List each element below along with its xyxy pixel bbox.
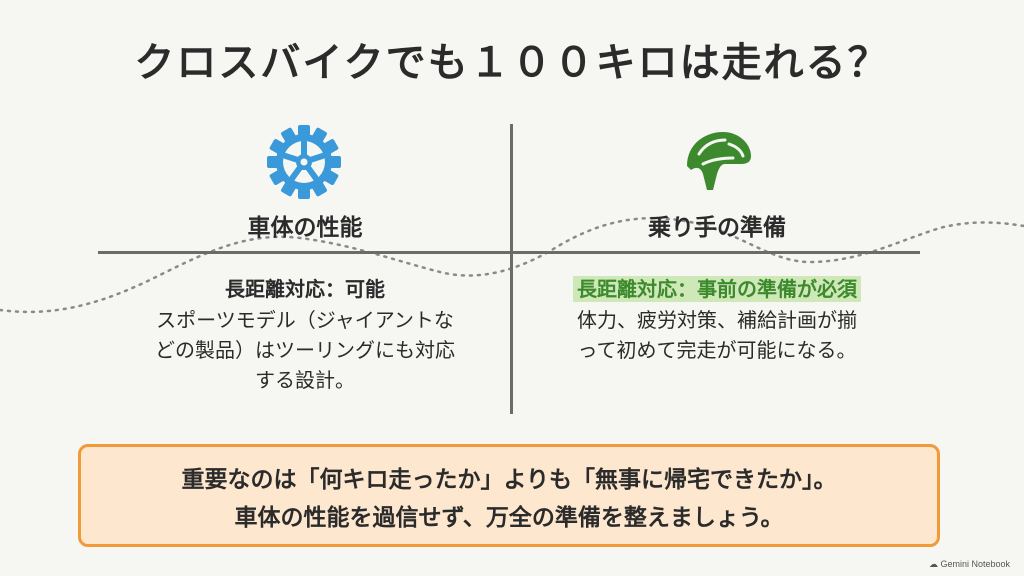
callout-line-2: 車体の性能を過信せず、万全の準備を整えましょう。 (234, 505, 784, 531)
helmet-icon (681, 124, 757, 200)
badge-label: Gemini Notebook (940, 559, 1010, 569)
horizontal-divider (98, 251, 920, 254)
right-line: って初めて完走が可能になる。 (577, 338, 857, 362)
summary-callout: 重要なのは「何キロ走ったか」よりも「無事に帰宅できたか」。 車体の性能を過信せず… (78, 444, 940, 547)
right-subheading-wrap: 長距離対応：事前の準備が必須 (532, 273, 902, 302)
left-line: どの製品）はツーリングにも対応 (155, 338, 455, 362)
right-description: 体力、疲労対策、補給計画が揃 って初めて完走が可能になる。 (532, 305, 902, 365)
vertical-divider (510, 124, 513, 414)
gear-icon (266, 124, 342, 200)
right-line: 体力、疲労対策、補給計画が揃 (577, 308, 857, 332)
left-line: スポーツモデル（ジャイアントな (156, 308, 454, 332)
left-line: する設計。 (255, 368, 355, 392)
page-title: クロスバイクでも１００キロは走れる？ (134, 40, 890, 86)
right-heading: 乗り手の準備 (648, 215, 786, 241)
left-description: スポーツモデル（ジャイアントな どの製品）はツーリングにも対応 する設計。 (120, 305, 490, 395)
callout-line-1: 重要なのは「何キロ走ったか」よりも「無事に帰宅できたか」。 (181, 467, 837, 493)
cloud-icon: ☁ (928, 559, 938, 569)
gemini-notebook-badge: ☁ Gemini Notebook (929, 559, 1010, 570)
right-subheading: 長距離対応：事前の準備が必須 (573, 276, 861, 302)
left-heading: 車体の性能 (247, 215, 363, 241)
left-subheading: 長距離対応：可能 (225, 277, 385, 301)
